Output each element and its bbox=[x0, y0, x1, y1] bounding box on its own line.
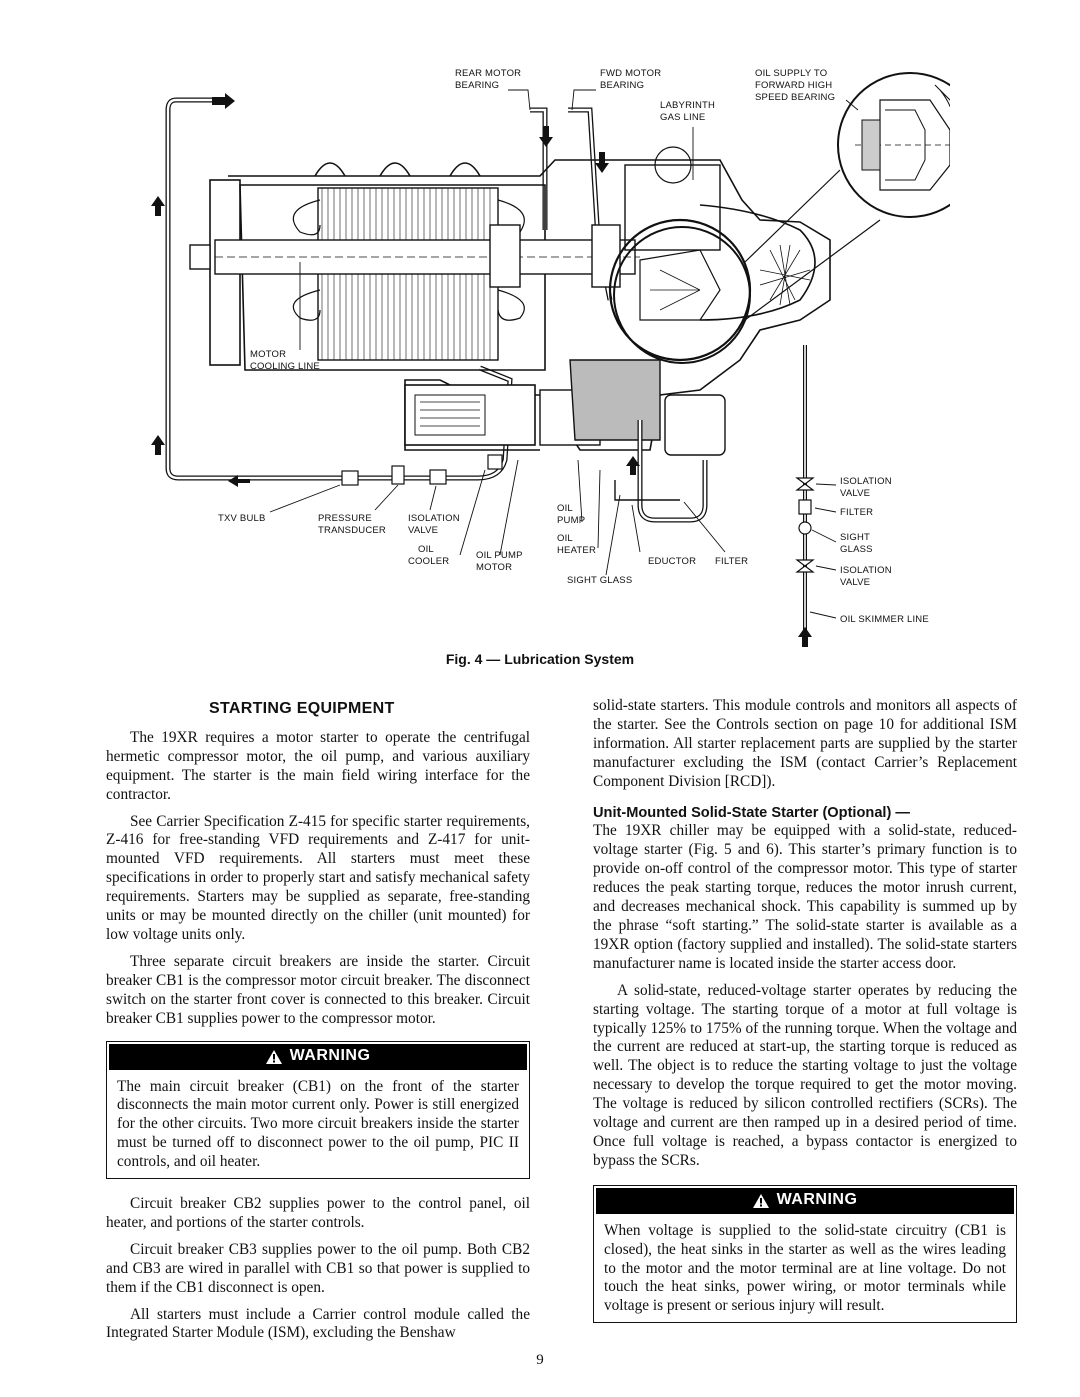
warning-title: WARNING bbox=[776, 1191, 858, 1209]
label-oil-skimmer-line: OIL SKIMMER LINE bbox=[840, 614, 929, 625]
paragraph: Circuit breaker CB3 supplies power to th… bbox=[106, 1240, 530, 1296]
paragraph: Circuit breaker CB2 supplies power to th… bbox=[106, 1195, 530, 1231]
subsection-text: The 19XR chiller may be equipped with a … bbox=[593, 822, 1017, 972]
paragraph: Three separate circuit breakers are insi… bbox=[106, 952, 530, 1027]
warning-title: WARNING bbox=[289, 1047, 371, 1065]
subsection: Unit-Mounted Solid-State Starter (Option… bbox=[593, 804, 1017, 974]
paragraph-continued: solid-state starters. This module contro… bbox=[593, 697, 1017, 790]
paragraph: The 19XR requires a motor starter to ope… bbox=[106, 728, 530, 803]
paragraph: All starters must include a Carrier cont… bbox=[106, 1305, 530, 1342]
label-filter-right: FILTER bbox=[840, 507, 873, 518]
right-column: solid-state starters. This module contro… bbox=[593, 697, 1017, 1339]
left-column: STARTING EQUIPMENT The 19XR requires a m… bbox=[106, 700, 530, 1351]
paragraph: A solid-state, reduced-voltage starter o… bbox=[593, 981, 1017, 1169]
section-heading: STARTING EQUIPMENT bbox=[209, 700, 395, 717]
label-filter-bottom: FILTER bbox=[715, 556, 748, 567]
warning-triangle-icon bbox=[752, 1193, 769, 1208]
figure-caption: Fig. 4 — Lubrication System bbox=[445, 651, 635, 667]
warning-header: WARNING bbox=[109, 1043, 527, 1070]
warning-header: WARNING bbox=[596, 1187, 1014, 1214]
warning-triangle-icon bbox=[265, 1049, 282, 1064]
subsection-heading: Unit-Mounted Solid-State Starter (Option… bbox=[593, 804, 910, 821]
warning-box: WARNING When voltage is supplied to the … bbox=[593, 1184, 1017, 1324]
paragraph: See Carrier Specification Z-415 for spec… bbox=[106, 812, 530, 943]
label-txv-bulb: TXV BULB bbox=[218, 513, 266, 524]
warning-text: The main circuit breaker (CB1) on the fr… bbox=[117, 1077, 519, 1171]
warning-text: When voltage is supplied to the solid-st… bbox=[604, 1221, 1006, 1315]
label-sight-glass-bottom: SIGHT GLASS bbox=[567, 575, 632, 586]
page-number: 9 bbox=[536, 1352, 544, 1368]
label-eductor: EDUCTOR bbox=[648, 556, 696, 567]
warning-box: WARNING The main circuit breaker (CB1) o… bbox=[106, 1040, 530, 1180]
